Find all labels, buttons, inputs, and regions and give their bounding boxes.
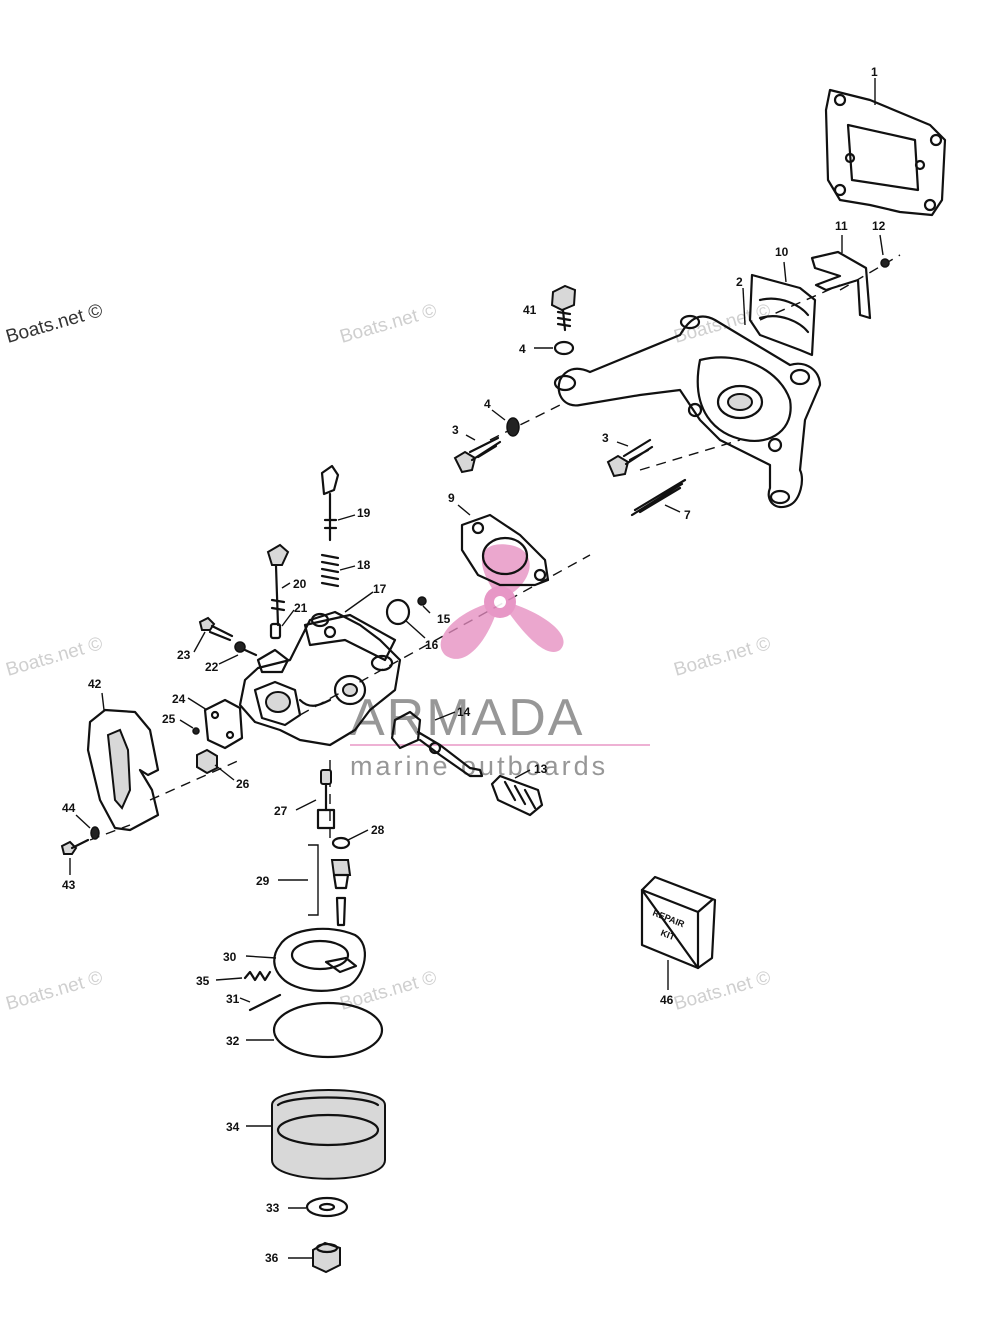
part-4-washer (553, 340, 575, 356)
part-27-main-jet (316, 769, 336, 830)
callout-29: 29 (256, 874, 270, 888)
callout-44: 44 (62, 801, 76, 815)
callout-numbers: 1 2 3 3 4 4 7 9 10 11 12 13 14 15 16 17 … (62, 65, 886, 1265)
part-32-bowl-gasket (272, 1001, 384, 1059)
part-12-nut (880, 258, 890, 268)
watermark-boats-net: Boats.net © (672, 967, 773, 1015)
part-3-screw (453, 436, 502, 474)
callout-20: 20 (293, 577, 307, 591)
callout-22: 22 (205, 660, 219, 674)
callout-41: 41 (523, 303, 537, 317)
callout-30: 30 (223, 950, 237, 964)
part-33-washer (305, 1196, 349, 1218)
callout-14: 14 (457, 705, 471, 719)
leader-lines (69, 78, 884, 1259)
part-10-plate (748, 273, 817, 357)
part-41-screw (550, 284, 577, 332)
watermark-boats-net: Boats.net © (4, 633, 105, 681)
callout-16: 16 (425, 638, 439, 652)
part-1-mounting-gasket (824, 88, 947, 217)
callout-34: 34 (226, 1120, 240, 1134)
callout-13: 13 (534, 762, 548, 776)
part-46-repair-kit: REPAIR KIT (640, 875, 717, 970)
part-3-screw (606, 438, 654, 478)
callout-3: 3 (452, 423, 459, 437)
part-11-bracket (810, 250, 872, 320)
part-29-needle-and-seat (308, 844, 352, 927)
callout-4: 4 (484, 397, 491, 411)
callout-3: 3 (602, 431, 609, 445)
part-28-washer (331, 836, 351, 850)
part-18-spring (320, 553, 340, 588)
part-24-cover-plate (203, 698, 244, 750)
part-30-float (273, 927, 366, 992)
part-17-carburetor-body (238, 610, 402, 747)
part-14-needle-valve (390, 710, 484, 778)
callout-46: 46 (660, 993, 674, 1007)
callout-19: 19 (357, 506, 371, 520)
callout-42: 42 (88, 677, 102, 691)
callout-18: 18 (357, 558, 371, 572)
part-4-washer (506, 417, 520, 437)
callout-7: 7 (684, 508, 691, 522)
callout-23: 23 (177, 648, 191, 662)
part-2-intake-adaptor (553, 314, 822, 509)
part-7-stud (630, 478, 687, 517)
callout-27: 27 (274, 804, 288, 818)
callout-25: 25 (162, 712, 176, 726)
parts: REPAIR KIT (60, 88, 947, 1274)
part-34-float-bowl (271, 1089, 386, 1180)
part-13-fitting (490, 774, 544, 817)
callout-43: 43 (62, 878, 76, 892)
repair-kit-label-line2: KIT (659, 928, 677, 943)
part-20-choke-rod (266, 543, 290, 627)
part-19-linkage-rod (320, 464, 340, 542)
callout-32: 32 (226, 1034, 240, 1048)
part-25-screw (192, 727, 200, 735)
part-23-screw (198, 616, 234, 642)
part-16-welch-plug (385, 598, 411, 626)
part-43-screw (60, 838, 90, 855)
callout-35: 35 (196, 974, 210, 988)
callout-2: 2 (736, 275, 743, 289)
callout-36: 36 (265, 1251, 279, 1265)
callout-9: 9 (448, 491, 455, 505)
part-36-plug (312, 1241, 341, 1274)
callout-12: 12 (872, 219, 886, 233)
callout-1: 1 (871, 65, 878, 79)
watermark-boats-net: Boats.net © (338, 300, 439, 348)
part-44-washer (90, 826, 100, 840)
callout-4: 4 (519, 342, 526, 356)
watermark-boats-net: Boats.net © (338, 967, 439, 1015)
armada-brand-text: ARMADA (350, 689, 584, 747)
callout-24: 24 (172, 692, 186, 706)
watermark-boats-net: Boats.net © (672, 633, 773, 681)
part-31-float-pin (248, 993, 282, 1012)
callout-17: 17 (373, 582, 387, 596)
part-35-spring (243, 970, 272, 982)
part-26-nut (196, 748, 218, 775)
callout-11: 11 (835, 219, 848, 233)
callout-21: 21 (294, 601, 308, 615)
callout-26: 26 (236, 777, 250, 791)
watermark-boats-net: Boats.net © (4, 967, 105, 1015)
callout-28: 28 (371, 823, 385, 837)
callout-33: 33 (266, 1201, 280, 1215)
part-22-screw (234, 641, 258, 657)
part-9-gasket (460, 513, 550, 587)
callout-15: 15 (437, 612, 451, 626)
callout-10: 10 (775, 245, 789, 259)
part-15-screw (417, 596, 427, 606)
part-21-pin (269, 622, 282, 640)
callout-31: 31 (226, 992, 240, 1006)
part-42-bracket (86, 708, 160, 832)
watermark-boats-net-dark: Boats.net © (4, 300, 105, 348)
